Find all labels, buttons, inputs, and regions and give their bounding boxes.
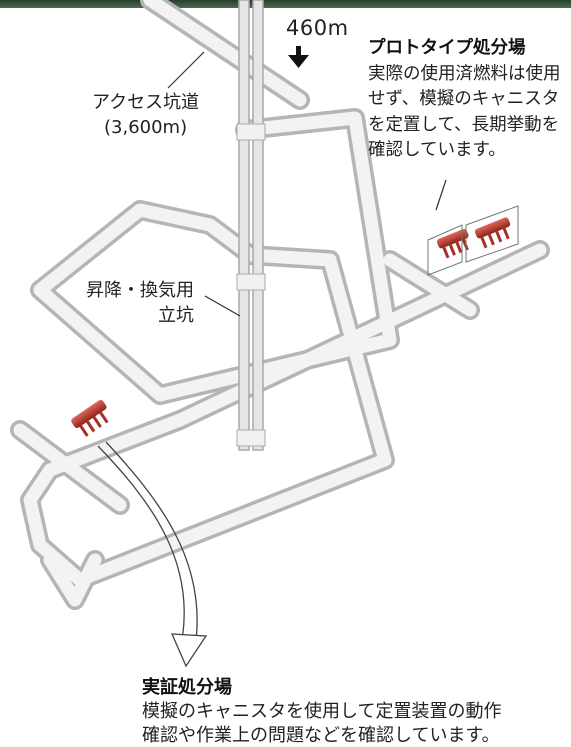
- access-tunnel-label: アクセス坑道 (3,600m): [92, 90, 199, 140]
- prototype-repository-text: 実際の使用済燃料は使用せず、模擬のキャニスタを定置して、長期挙動を確認しています…: [368, 63, 561, 161]
- leader-lines: [167, 51, 447, 317]
- vertical-shafts: [236, 0, 266, 451]
- shaft-label-line1: 昇降・換気用: [86, 280, 194, 301]
- shaft-label: 昇降・換気用 立坑: [86, 278, 194, 328]
- demonstration-repository-title: 実証処分場: [142, 677, 232, 698]
- demonstration-canisters: [71, 399, 109, 437]
- shaft-label-line2: 立坑: [158, 305, 194, 326]
- demonstration-repository-callout: 実証処分場 模擬のキャニスタを使用して定置装置の動作 確認や作業上の問題などを確…: [142, 676, 501, 747]
- prototype-repository-title: プロトタイプ処分場: [368, 38, 526, 58]
- depth-label: 460m: [286, 16, 349, 40]
- descent-arrow: [288, 46, 309, 68]
- tunnel-fill: [13, 0, 547, 607]
- demonstration-repository-line1: 模擬のキャニスタを使用して定置装置の動作: [142, 701, 502, 722]
- demonstration-repository-line2: 確認や作業上の問題などを確認しています。: [142, 725, 500, 746]
- prototype-repository-callout: プロトタイプ処分場 実際の使用済燃料は使用せず、模擬のキャニスタを定置して、長期…: [368, 36, 568, 164]
- access-tunnel-length: (3,600m): [104, 117, 188, 138]
- demonstration-arrow: [97, 441, 208, 668]
- access-tunnel-name: アクセス坑道: [92, 92, 200, 113]
- tunnel-paths: [10, 0, 550, 610]
- prototype-canisters: [427, 205, 519, 276]
- ground-surface: [0, 0, 571, 8]
